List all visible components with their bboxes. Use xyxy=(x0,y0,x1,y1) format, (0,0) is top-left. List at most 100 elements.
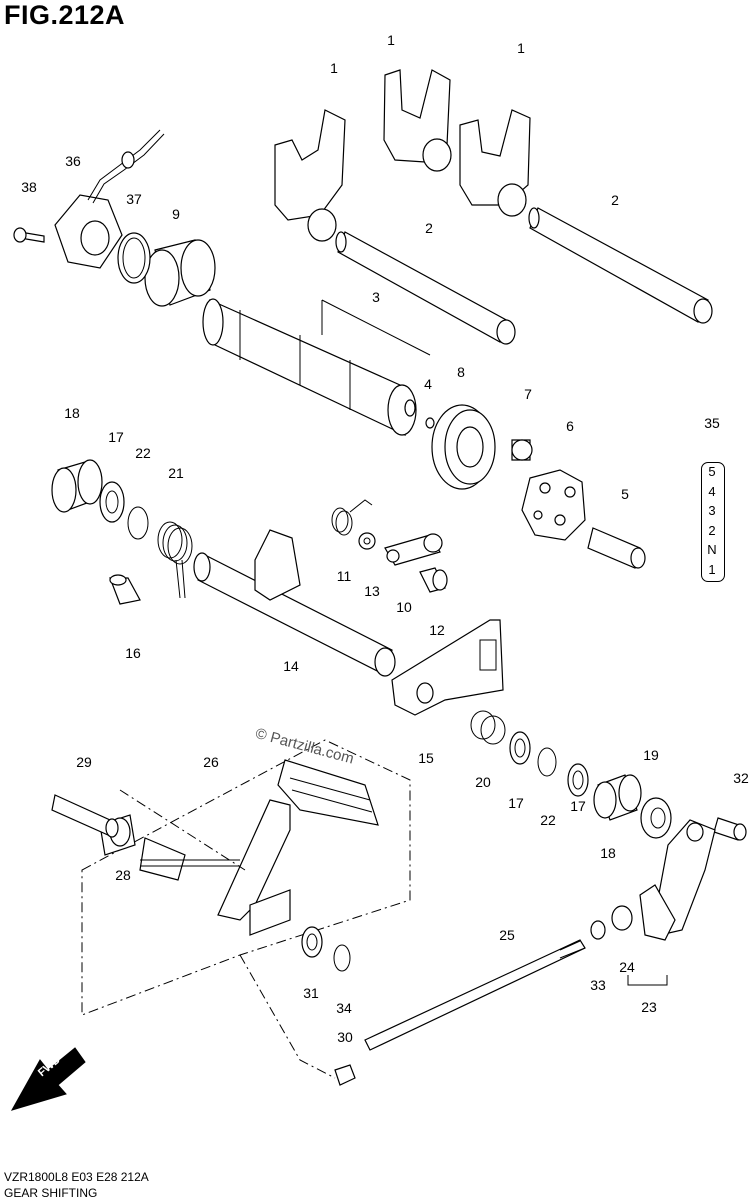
washer-17-mid xyxy=(509,731,531,765)
shift-plate-15 xyxy=(391,619,504,716)
shift-fork-1a xyxy=(274,109,346,242)
gear-position-switch-36 xyxy=(54,129,165,269)
gearshift-lever-26 xyxy=(81,739,411,1016)
circlip-22-right xyxy=(537,747,557,777)
alignment-line xyxy=(119,789,246,871)
gear-position-item: 3 xyxy=(708,503,716,519)
gear-indicator-frame xyxy=(701,462,725,582)
part-number-label: 1 xyxy=(387,32,395,48)
circlip-34 xyxy=(333,944,351,972)
arm-10 xyxy=(384,533,443,566)
bolt-12 xyxy=(419,567,448,593)
part-number-label: 15 xyxy=(418,750,434,766)
bearing-8 xyxy=(431,404,496,490)
washer-31 xyxy=(301,926,323,958)
screw-7 xyxy=(511,439,533,461)
circlip-20 xyxy=(470,710,496,740)
spring-11 xyxy=(331,499,373,536)
part-number-label: 31 xyxy=(303,985,319,1001)
part-number-label: 21 xyxy=(168,465,184,481)
gear-position-item: N xyxy=(707,542,717,558)
part-number-label: 22 xyxy=(135,445,151,461)
o-ring-37 xyxy=(117,232,151,284)
gear-position-item: 5 xyxy=(708,464,716,479)
part-number-label: 10 xyxy=(396,599,412,615)
gear-stopper-6 xyxy=(521,469,586,541)
nut-30 xyxy=(334,1064,356,1086)
part-number-label: 14 xyxy=(283,658,299,674)
shift-rod-25 xyxy=(364,939,586,1051)
part-number-label: 12 xyxy=(429,622,445,638)
part-number-label: 33 xyxy=(590,977,606,993)
part-number-label: 3 xyxy=(372,289,380,305)
part-number-label: 9 xyxy=(172,206,180,222)
shift-fork-1c xyxy=(459,109,531,217)
part-number-label: 18 xyxy=(600,845,616,861)
part-number-label: 28 xyxy=(115,867,131,883)
part-number-label: 17 xyxy=(570,798,586,814)
part-number-label: 4 xyxy=(424,376,432,392)
shift-arm-23 xyxy=(639,819,716,941)
bolt-32 xyxy=(713,817,747,841)
nut-33 xyxy=(590,920,606,940)
return-spring-21 xyxy=(157,521,193,599)
gearshift-shaft-14 xyxy=(193,529,396,677)
shift-fork-1b xyxy=(383,69,452,172)
fwd-arrow-icon xyxy=(10,1047,86,1111)
alignment-line xyxy=(239,954,336,1079)
part-number-label: 2 xyxy=(611,192,619,208)
part-number-label: 24 xyxy=(619,959,635,975)
pin-5 xyxy=(587,527,646,569)
part-number-label: 11 xyxy=(336,568,352,584)
model-code: VZR1800L8 E03 E28 212A xyxy=(4,1170,149,1184)
bolt-16 xyxy=(109,574,141,605)
part-number-label: 20 xyxy=(475,774,491,790)
part-number-label: 36 xyxy=(65,153,81,169)
section-title: GEAR SHIFTING xyxy=(4,1186,98,1200)
part-number-label: 30 xyxy=(337,1029,353,1045)
part-number-label: 6 xyxy=(566,418,574,434)
figure-title: FIG.212A xyxy=(4,0,126,30)
part-number-label: 8 xyxy=(457,364,465,380)
bolt-29 xyxy=(51,794,119,838)
oil-seal-19 xyxy=(640,797,672,839)
bracket-23 xyxy=(627,975,668,986)
washer-17-right xyxy=(567,763,589,797)
part-number-label: 32 xyxy=(733,770,749,786)
bearing-18-right xyxy=(593,774,642,821)
gear-position-item: 4 xyxy=(708,483,716,499)
part-number-label: 16 xyxy=(125,645,141,661)
part-number-label: 13 xyxy=(364,583,380,599)
part-number-label: 17 xyxy=(108,429,124,445)
gearshift-cam-3 xyxy=(202,298,431,436)
part-number-label: 35 xyxy=(704,415,720,431)
pin-4 xyxy=(425,417,435,429)
gear-position-item: 2 xyxy=(708,522,716,538)
gear-position-item: 1 xyxy=(708,561,716,577)
part-number-label: 26 xyxy=(203,754,219,770)
part-number-label: 23 xyxy=(641,999,657,1015)
part-number-label: 29 xyxy=(76,754,92,770)
fork-shaft-2a xyxy=(335,231,516,345)
part-number-label: 22 xyxy=(540,812,556,828)
part-number-label: 5 xyxy=(621,486,629,502)
joint-24 xyxy=(611,905,633,931)
part-number-label: 34 xyxy=(336,1000,352,1016)
part-number-label: 37 xyxy=(126,191,142,207)
part-number-label: 1 xyxy=(330,60,338,76)
fork-shaft-2b xyxy=(528,207,713,324)
washer-17-left xyxy=(99,481,125,523)
bearing-9 xyxy=(144,239,216,307)
bearing-18-left xyxy=(51,459,103,513)
part-number-label: 38 xyxy=(21,179,37,195)
part-number-label: 7 xyxy=(524,386,532,402)
part-number-label: 2 xyxy=(425,220,433,236)
part-number-label: 25 xyxy=(499,927,515,943)
washer-13 xyxy=(358,532,376,550)
screw-38 xyxy=(13,227,45,243)
part-number-label: 19 xyxy=(643,747,659,763)
circlip-22-left xyxy=(127,506,149,540)
part-number-label: 17 xyxy=(508,795,524,811)
